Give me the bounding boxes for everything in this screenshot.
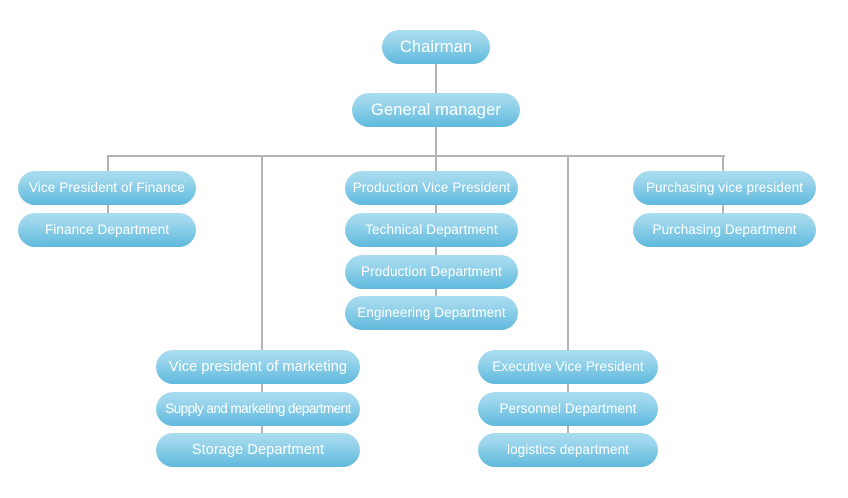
node-production-department[interactable]: Production Department bbox=[345, 255, 518, 289]
connector-executive-stem-2 bbox=[567, 424, 569, 436]
node-engineering-department[interactable]: Engineering Department bbox=[345, 296, 518, 330]
node-finance-department[interactable]: Finance Department bbox=[18, 213, 196, 247]
connector-executive-stem-1 bbox=[567, 382, 569, 394]
node-general-manager[interactable]: General manager bbox=[352, 93, 520, 127]
connector-chairman-to-gm bbox=[435, 64, 437, 93]
connector-marketing-stem-1 bbox=[261, 382, 263, 394]
connector-marketing-stem-2 bbox=[261, 424, 263, 436]
connector-gm-to-bus bbox=[435, 126, 437, 156]
connector-purchasing-stem-1 bbox=[722, 203, 724, 215]
connector-production-stem-2 bbox=[435, 245, 437, 257]
node-purchasing-vp[interactable]: Purchasing vice president bbox=[633, 171, 816, 205]
connector-finance-stem-1 bbox=[107, 203, 109, 215]
node-personnel-department[interactable]: Personnel Department bbox=[478, 392, 658, 426]
node-logistics-department[interactable]: logistics department bbox=[478, 433, 658, 467]
connector-main-bus bbox=[108, 155, 725, 157]
connector-production-stem-3 bbox=[435, 287, 437, 299]
connector-drop-executive bbox=[567, 155, 569, 367]
node-executive-vp[interactable]: Executive Vice President bbox=[478, 350, 658, 384]
node-marketing-vp[interactable]: Vice president of marketing bbox=[156, 350, 360, 384]
node-production-vp[interactable]: Production Vice President bbox=[345, 171, 518, 205]
connector-drop-marketing bbox=[261, 155, 263, 367]
node-finance-vp[interactable]: Vice President of Finance bbox=[18, 171, 196, 205]
node-supply-marketing-department[interactable]: Supply and marketing department bbox=[156, 392, 360, 426]
node-chairman[interactable]: Chairman bbox=[382, 30, 490, 64]
node-technical-department[interactable]: Technical Department bbox=[345, 213, 518, 247]
node-storage-department[interactable]: Storage Department bbox=[156, 433, 360, 467]
node-purchasing-department[interactable]: Purchasing Department bbox=[633, 213, 816, 247]
connector-production-stem-1 bbox=[435, 203, 437, 215]
